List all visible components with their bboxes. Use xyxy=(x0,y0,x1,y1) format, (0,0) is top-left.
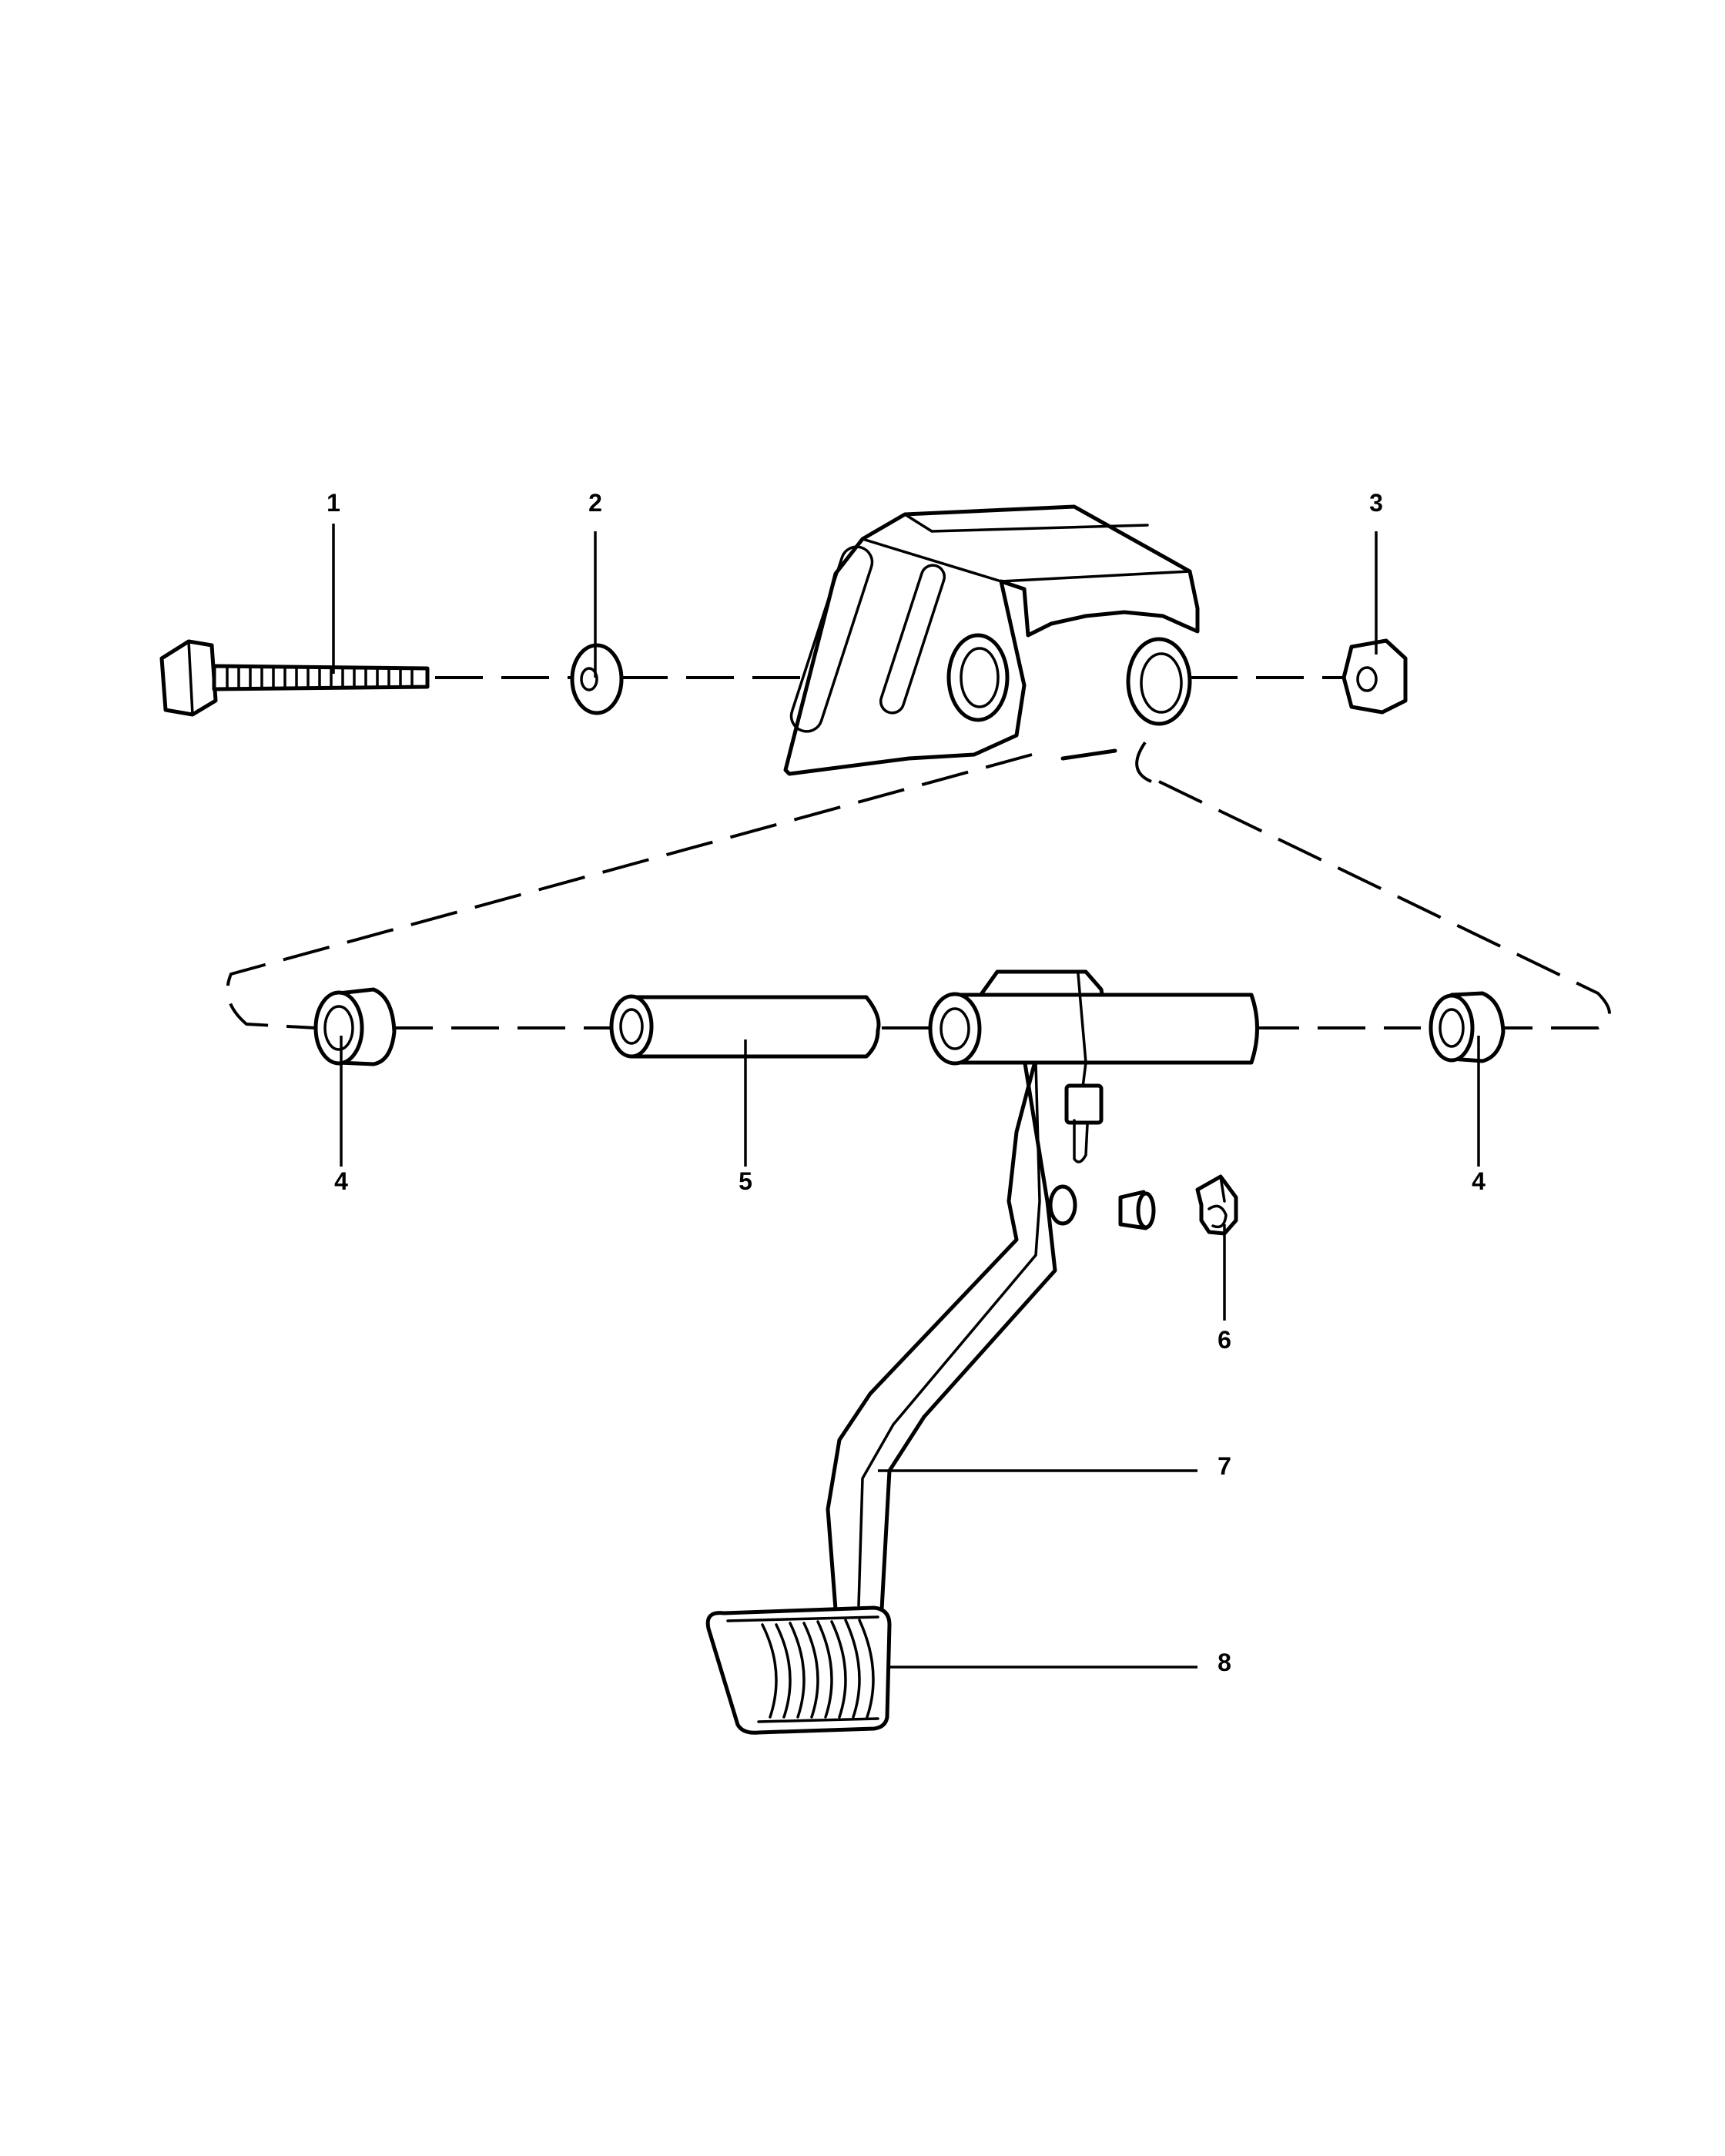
clip-part xyxy=(1195,1174,1238,1236)
callout-leaders xyxy=(332,524,1480,1669)
callout-2: 2 xyxy=(588,489,602,517)
callout-6: 6 xyxy=(1218,1326,1231,1354)
callout-4-right: 4 xyxy=(1472,1167,1486,1195)
callout-3: 3 xyxy=(1369,489,1383,517)
callout-5: 5 xyxy=(739,1167,752,1195)
callout-8: 8 xyxy=(1218,1649,1231,1676)
sleeve-tube-part xyxy=(609,994,881,1059)
pedal-pad-part xyxy=(705,1605,892,1735)
washer-part xyxy=(570,643,624,715)
callout-4-left: 4 xyxy=(334,1167,348,1195)
pedal-arm-part xyxy=(826,969,1259,1612)
bushing-right-part xyxy=(1429,991,1506,1063)
nut-part xyxy=(1341,638,1408,715)
callout-7: 7 xyxy=(1218,1452,1231,1480)
callout-1: 1 xyxy=(327,489,340,517)
bushing-left-part xyxy=(313,987,397,1066)
bolt-part xyxy=(159,639,430,717)
pedal-bracket-part xyxy=(783,504,1200,776)
